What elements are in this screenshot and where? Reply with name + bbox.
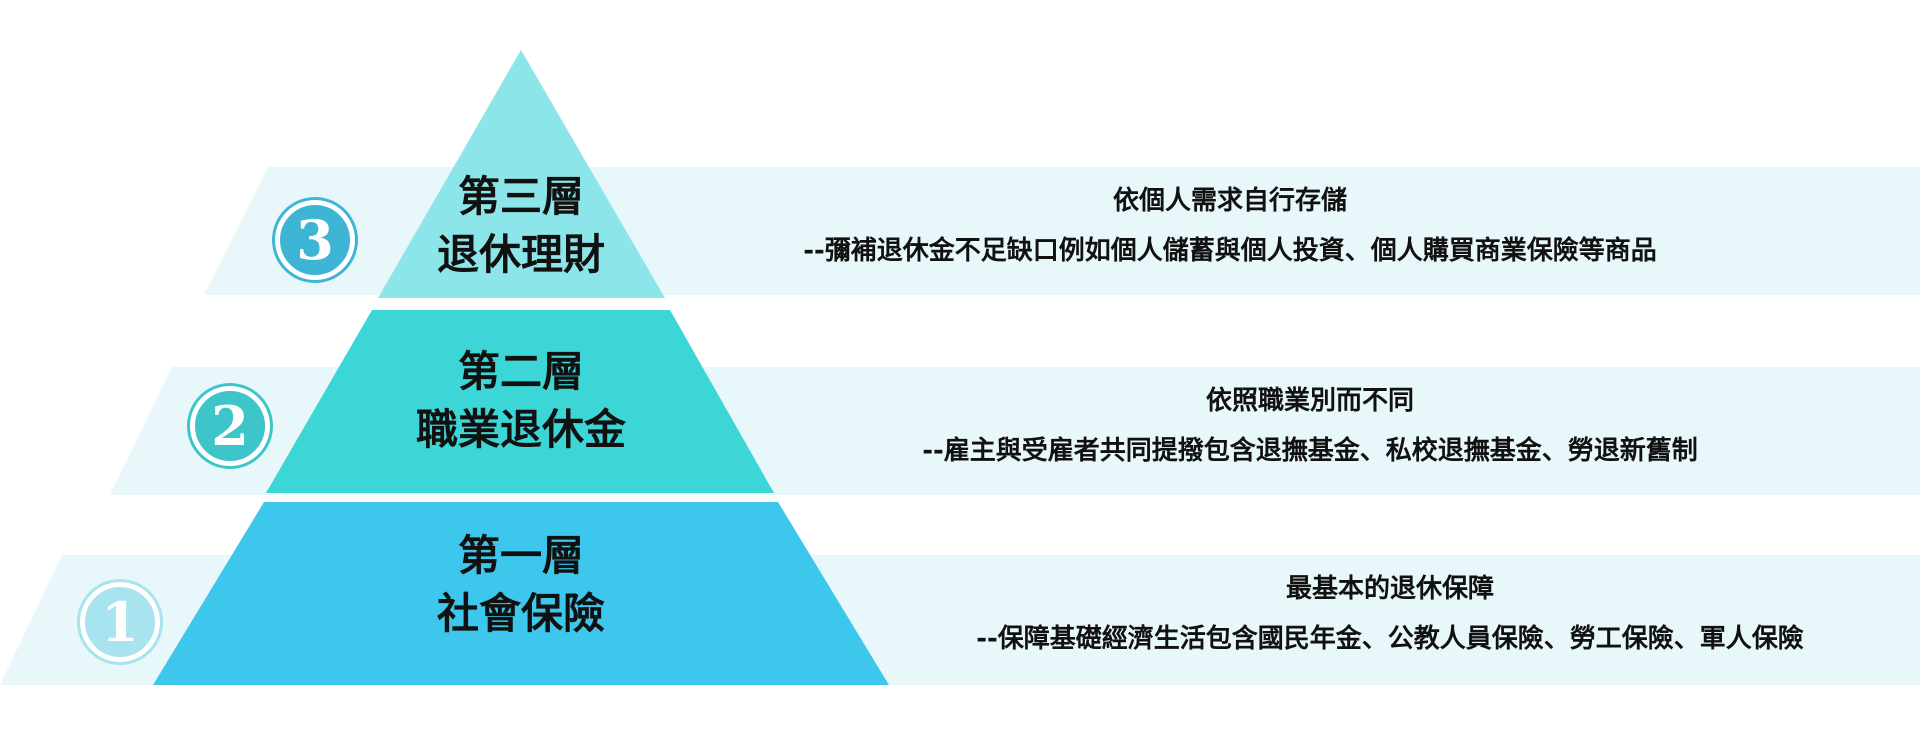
tier-3-subtitle: 退休理財 <box>436 230 605 279</box>
tier-3-desc-title: 依個人需求自行存儲 <box>1112 186 1347 216</box>
tier-1-title: 第一層 <box>457 531 584 580</box>
tier-1-subtitle: 社會保險 <box>436 589 605 638</box>
tier-2-description: 依照職業別而不同 --雇主與受雇者共同提撥包含退撫基金、私校退撫基金、勞退新舊制 <box>760 376 1860 476</box>
tier-2-desc-detail: --雇主與受雇者共同提撥包含退撫基金、私校退撫基金、勞退新舊制 <box>922 436 1698 466</box>
tier-3-desc-detail: --彌補退休金不足缺口例如個人儲蓄與個人投資、個人購買商業保險等商品 <box>803 236 1657 266</box>
tier-3-description: 依個人需求自行存儲 --彌補退休金不足缺口例如個人儲蓄與個人投資、個人購買商業保… <box>680 176 1780 276</box>
tier-1-description: 最基本的退休保障 --保障基礎經濟生活包含國民年金、公教人員保險、勞工保險、軍人… <box>840 564 1920 664</box>
tier-1-desc-title: 最基本的退休保障 <box>1285 574 1494 604</box>
pyramid-tier-2 <box>266 310 774 493</box>
tier-3-title: 第三層 <box>457 172 584 221</box>
tier-3-label: 第三層 退休理財 <box>381 168 661 284</box>
number-badge-3: 3 <box>275 200 355 280</box>
tier-2-label: 第二層 職業退休金 <box>361 343 681 459</box>
pyramid-tier-3 <box>378 50 665 298</box>
tier-2-desc-title: 依照職業別而不同 <box>1205 386 1414 416</box>
tier-1-label: 第一層 社會保險 <box>381 527 661 643</box>
tier-2-subtitle: 職業退休金 <box>415 405 626 454</box>
pyramid-tier-1 <box>153 502 889 685</box>
number-badge-1: 1 <box>80 582 160 662</box>
number-badge-2: 2 <box>190 386 270 466</box>
tier-1-desc-detail: --保障基礎經濟生活包含國民年金、公教人員保險、勞工保險、軍人保險 <box>976 624 1804 654</box>
tier-2-title: 第二層 <box>457 347 584 396</box>
